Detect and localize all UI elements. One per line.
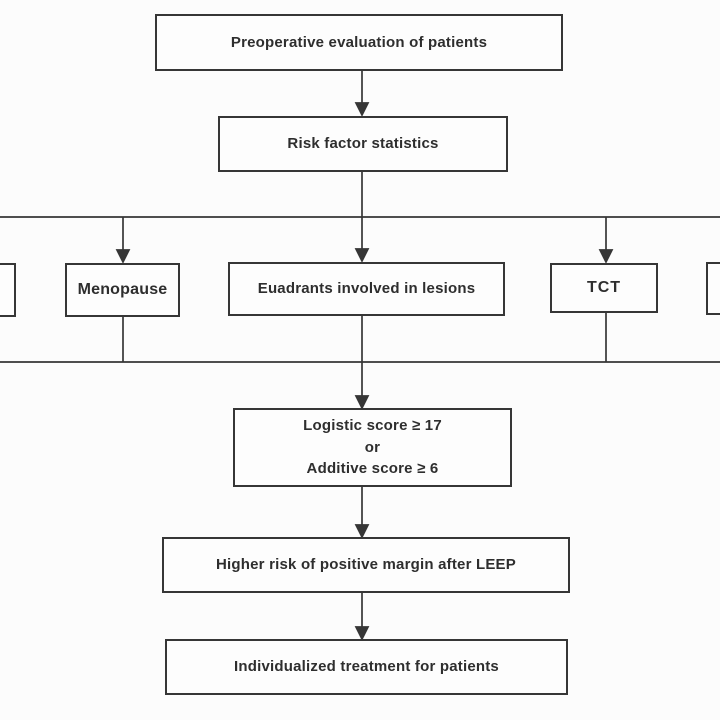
node-score-criteria: Logistic score ≥ 17 or Additive score ≥ … [233, 408, 512, 487]
node-tct: TCT [550, 263, 658, 313]
arrowhead-score-higher [354, 524, 370, 539]
node-risk-factor-statistics: Risk factor statistics [218, 116, 508, 172]
arrowhead-branch-quadrants [354, 248, 370, 263]
arrowhead-branch-tct [598, 249, 614, 264]
arrowhead-merge-score [354, 395, 370, 410]
arrowhead-branch-menopause [115, 249, 131, 264]
node-preoperative-evaluation: Preoperative evaluation of patients [155, 14, 563, 71]
node-quadrants-involved: Euadrants involved in lesions [228, 262, 505, 316]
node-right-partial [706, 262, 720, 315]
arrowhead-preop-risk [354, 102, 370, 117]
node-individualized-treatment: Individualized treatment for patients [165, 639, 568, 695]
node-left-partial [0, 263, 16, 317]
score-line-logistic: Logistic score ≥ 17 [303, 416, 442, 434]
score-line-additive: Additive score ≥ 6 [306, 460, 439, 478]
score-line-or: or [364, 438, 381, 456]
node-higher-risk-margin: Higher risk of positive margin after LEE… [162, 537, 570, 593]
node-menopause: Menopause [65, 263, 180, 317]
arrowhead-higher-treatment [354, 626, 370, 641]
